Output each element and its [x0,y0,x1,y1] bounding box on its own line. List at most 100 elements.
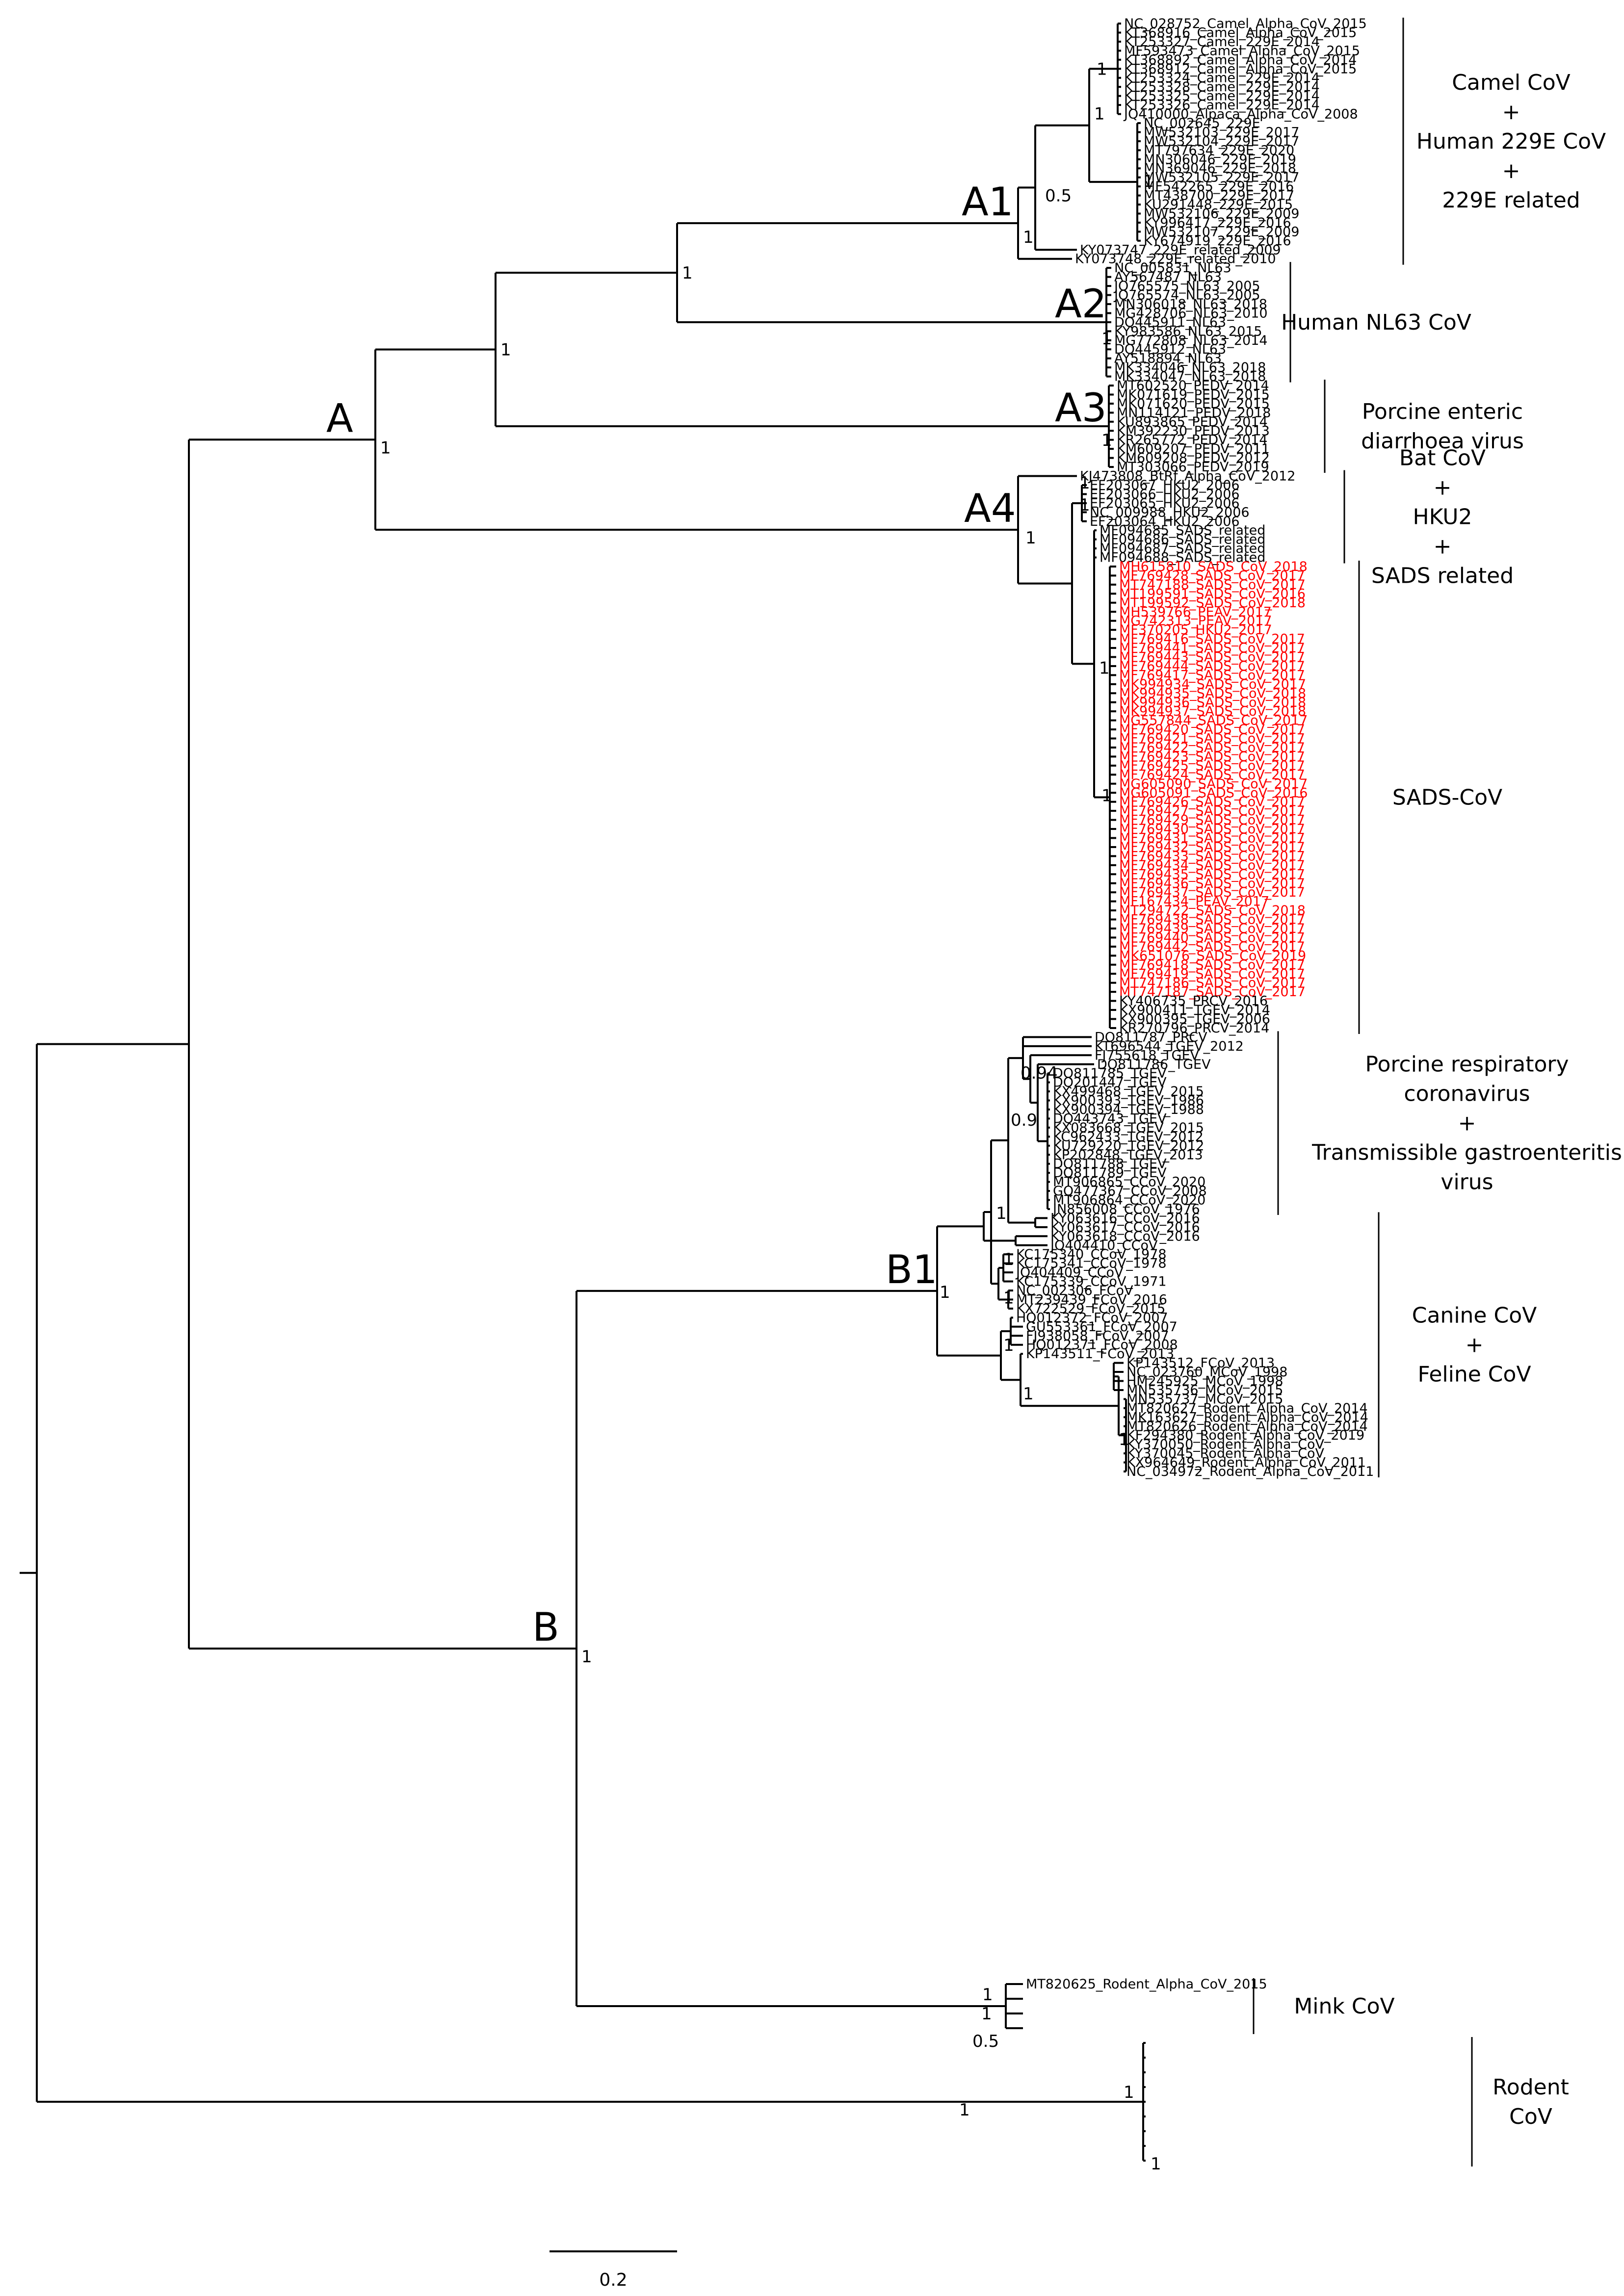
group-label: SADS related [1371,564,1514,589]
support-value: 1 [1023,228,1034,247]
tip-label: KM609208_PEDV_2012 [1117,451,1270,466]
support-value: 0.5 [972,2032,999,2051]
tip-label: JN856008_CCoV_1976 [1052,1202,1200,1217]
clade-label: A2 [1055,281,1107,327]
tip-label: KJ473808_BtRf_Alpha_CoV_2012 [1080,469,1295,484]
tip-label: DQ201447_TGEV [1053,1075,1167,1090]
tip-label: MN369046_229E_2018 [1144,161,1296,176]
tip-label: MW532106_229E_2009 [1144,206,1299,221]
tip-label: MT747187_SADS_CoV_2017 [1119,984,1306,1000]
tip-label: MF769422_SADS_CoV_2017 [1119,740,1305,755]
group-label: Human 229E CoV [1416,129,1606,154]
group-label: virus [1441,1170,1493,1195]
tip-label: MF593473_Camel_Alpha_CoV_2015 [1124,43,1360,58]
tip-label: MF094687_SADS_related [1100,541,1265,556]
tip-label: MF769425_SADS_CoV_2017 [1119,758,1305,774]
tip-label: DQ811788_TGEV [1053,1157,1167,1172]
tip-label: MF769434_SADS_CoV_2017 [1119,858,1305,873]
group-label: + [1458,1111,1476,1136]
support-value: 1 [1101,786,1112,805]
tip-label: KY996417_229E_2016 [1144,215,1291,231]
tip-label: MK994937_SADS_CoV_2018 [1119,704,1306,719]
tip-label: KY674919_229E_2016 [1144,233,1291,249]
support-value: 1 [1079,495,1090,515]
tip-label: KX900411_TGEV_2014 [1119,1003,1270,1018]
tip-label: KX499468_TGEV_2015 [1053,1084,1204,1099]
tip-label: MK994935_SADS_CoV_2018 [1119,686,1306,701]
support-value: 1 [982,1985,993,2005]
tip-label: MG428706_NL63_2010 [1114,306,1268,321]
tip-label: NC_034972_Rodent_Alpha_CoV_2011 [1126,1464,1374,1479]
support-value: 1 [1003,1288,1014,1308]
tip-label: MF769416_SADS_CoV_2017 [1119,632,1305,647]
group-label: Feline CoV [1417,1362,1531,1387]
group-label: Canine CoV [1412,1303,1537,1328]
tip-label: KF294380_Rodent_Alpha_CoV_2019 [1126,1428,1364,1443]
support-value: 1 [1119,1430,1129,1449]
tip-label: JQ404409_CCoV [1015,1265,1124,1280]
tip-label: KU893865_PEDV_2014 [1117,414,1268,430]
tip-label: MK163627_Rodent_Alpha_CoV_2014 [1126,1410,1368,1425]
tip-label: NC_028752_Camel_Alpha_CoV_2015 [1124,16,1367,31]
tip-label: KU729220_TGEV_2012 [1053,1138,1204,1154]
support-value: 1 [1101,329,1112,349]
tip-label: MT820626_Rodent_Alpha_CoV_2014 [1126,1419,1368,1434]
support-value: 0.9 [1011,1110,1037,1130]
tip-label: DQ811789_TGEV [1053,1165,1167,1181]
tip-label: KC175341_CCoV_1978 [1016,1256,1167,1271]
tip-label: KT253326_Camel_229E_2014 [1124,98,1320,113]
tip-label: MG605091_SADS_CoV_2016 [1119,785,1308,800]
tip-label: MF769433_SADS_CoV_2017 [1119,849,1305,864]
tip-label: KT368912_Camel_Alpha_CoV_2015 [1124,61,1357,77]
tip-label: KX900393_TGEV_1986 [1053,1093,1204,1109]
tip-label: KX900395_TGEV_2006 [1119,1012,1270,1027]
tip-label: MK071620_PEDV_2015 [1117,396,1270,412]
tip-label: MF769421_SADS_CoV_2017 [1119,731,1305,747]
tip-label: KT368916_Camel_Alpha_CoV_2015 [1124,25,1357,40]
tip-label: MF094688_SADS_related [1100,550,1265,566]
support-value: 1 [1003,1250,1014,1269]
clade-label: A [326,395,353,441]
tip-label: MT820627_Rodent_Alpha_CoV_2014 [1126,1401,1368,1416]
tip-label: MF769420_SADS_CoV_2017 [1119,722,1305,737]
tip-label: MG772808_NL63_2014 [1114,333,1268,348]
tip-label: MN114121_PEDV_2018 [1117,405,1271,420]
tip-label: KM392230_PEDV_2013 [1117,423,1270,439]
tip-label: MH615810_SADS_CoV_2018 [1119,559,1308,574]
group-label: Human NL63 CoV [1281,310,1471,335]
support-value: 1 [996,1204,1007,1223]
clade-label: A4 [964,486,1016,531]
tip-label: DQ445912_NL63 [1114,342,1226,357]
group-annotations: Camel CoV+Human 229E CoV+229E relatedHum… [1253,18,1622,2167]
support-value: 1 [1094,104,1105,124]
tip-label: NC_023760_MCoV_1998 [1126,1365,1287,1380]
tip-label: MF769424_SADS_CoV_2017 [1119,767,1305,782]
tip-label: DQ445911_NL63 [1114,315,1226,330]
group-label: + [1434,475,1452,500]
tip-label: KY370045_Rodent_Alpha_CoV [1126,1446,1324,1461]
group-label: Camel CoV [1452,70,1571,95]
tip-label: MF167434_PEAV_2017 [1119,894,1269,909]
tip-label: MF769428_SADS_CoV_2017 [1119,568,1305,583]
tip-label: MT797634_229E_2020 [1144,143,1294,158]
support-value: 1 [1101,431,1112,450]
group-label: coronavirus [1404,1082,1530,1107]
support-value: 1 [1025,528,1036,548]
tip-label: KC962433_TGEV_2012 [1053,1129,1204,1144]
tip-label: KT253325_Camel_229E_2014 [1124,89,1320,104]
group-label: SADS-CoV [1392,785,1502,810]
tip-label: JQ765575_NL63_2005 [1113,279,1260,294]
tip-label: MF769438_SADS_CoV_2017 [1119,912,1305,928]
tip-label: KT368892_Camel_Alpha_CoV_2014 [1124,52,1357,68]
support-value: 1 [1023,1384,1034,1404]
tip-label: KY073748_229E_related_2010 [1075,252,1276,267]
tip-label: MT747186_SADS_CoV_2017 [1119,976,1306,991]
tip-label: KY063616_CCoV_2016 [1050,1211,1200,1226]
group-label: + [1502,100,1520,125]
tip-label: KU291448_229E_2015 [1144,197,1293,212]
tip-label: MT199591_SADS_CoV_2016 [1119,586,1306,601]
tip-label: KX083668_TGEV_2015 [1053,1120,1204,1135]
tip-label: HQ012372_FCoV_2007 [1016,1310,1168,1325]
tip-label: KM609207_PEDV_2011 [1117,441,1270,457]
